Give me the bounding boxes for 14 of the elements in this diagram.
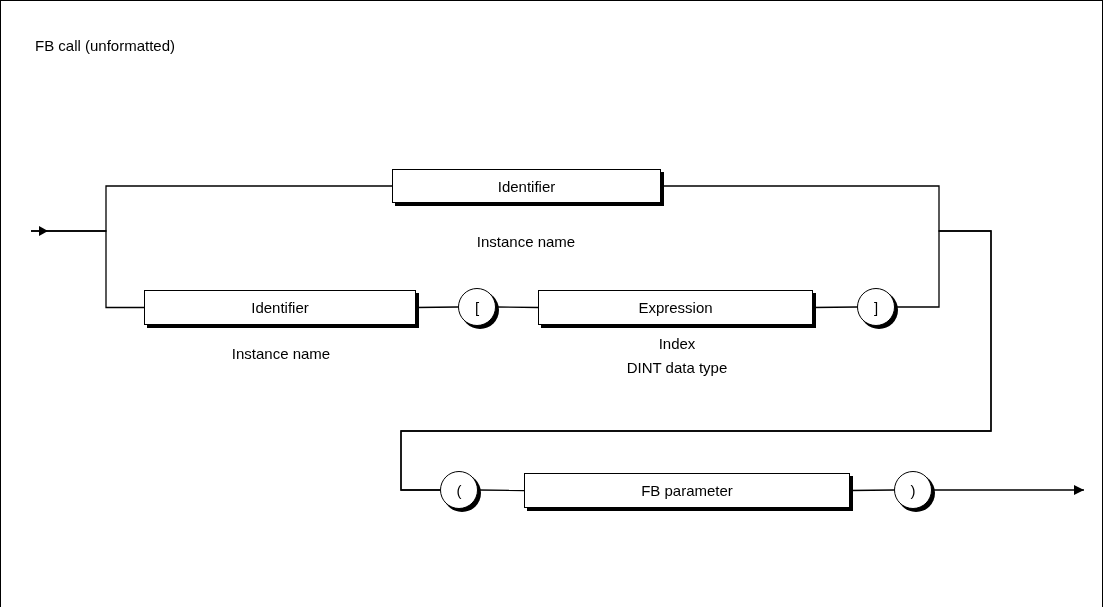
nonterminal-box: Identifier <box>144 290 416 325</box>
caption-text: Instance name <box>231 345 331 362</box>
caption-text: Index <box>658 335 696 352</box>
caption-text: Instance name <box>476 233 576 250</box>
connector-line <box>30 230 145 309</box>
terminal-circle: ] <box>857 288 895 326</box>
nonterminal-box: FB parameter <box>524 473 850 508</box>
terminal-circle: ) <box>894 471 932 509</box>
diagram-title: FB call (unformatted) <box>35 37 176 54</box>
terminal-circle: ( <box>440 471 478 509</box>
nonterminal-box: Expression <box>538 290 813 325</box>
terminal-circle: [ <box>458 288 496 326</box>
nonterminal-box: Identifier <box>392 169 661 203</box>
caption-text: DINT data type <box>626 359 728 376</box>
